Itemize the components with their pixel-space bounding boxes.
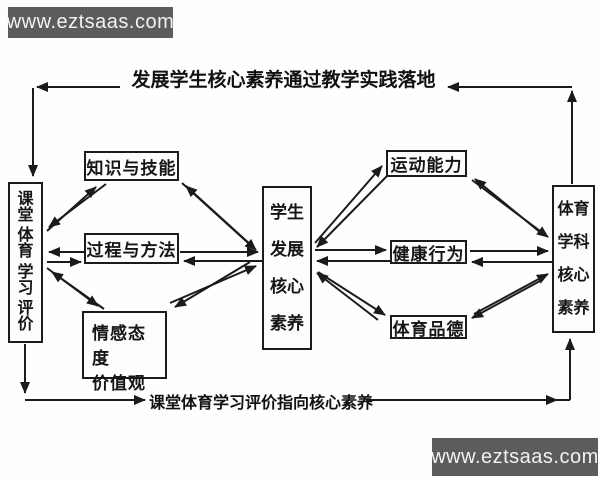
node-sport-ability: 运动能力 (386, 150, 467, 177)
node-pe-subject-core-literacy: 体育 学科 核心 素养 (552, 185, 595, 333)
node-knowledge-skills: 知识与技能 (84, 151, 179, 181)
evaluation-process-arrows (47, 247, 84, 267)
node-line: 价值观 (92, 374, 146, 393)
node-line: 课堂 (17, 191, 34, 225)
bottom-flow-label: 课堂体育学习评价指向核心素养 (149, 395, 374, 412)
health-right-arrows (470, 246, 552, 267)
process-center-arrows (180, 247, 262, 266)
node-health-behavior: 健康行为 (390, 240, 467, 264)
node-classroom-pe-evaluation: 课堂 体育 学习 评价 (8, 182, 43, 343)
node-line: 素养 (270, 314, 304, 333)
node-line: 学生 (270, 203, 304, 222)
node-line: 评价 (17, 299, 34, 333)
center-health-arrows (315, 245, 390, 266)
node-student-core-literacy: 学生 发展 核心 素养 (262, 186, 312, 350)
node-line: 学科 (557, 233, 590, 251)
top-flow-label: 发展学生核心素养通过教学实践落地 (131, 70, 436, 91)
watermark-bottom-right: www.eztsaas.com (431, 438, 598, 476)
node-line: 体育 (17, 227, 34, 261)
node-process-methods: 过程与方法 (84, 233, 179, 264)
node-emotion-attitude-values: 情感态度 价值观 (82, 311, 167, 393)
bottom-flow-arrow (20, 338, 575, 405)
emotion-center-arrows (169, 261, 257, 308)
node-line: 素养 (557, 299, 590, 317)
center-morality-arrows (316, 271, 386, 321)
node-line: 核心 (557, 266, 590, 284)
evaluation-emotion-arrows (46, 267, 105, 310)
top-flow-arrow (28, 82, 577, 184)
knowledge-center-arrows (181, 182, 257, 251)
watermark-top-left: www.eztsaas.com (7, 7, 174, 38)
node-line: 学习 (17, 263, 34, 297)
node-line: 体育 (557, 200, 590, 218)
ability-right-arrows (471, 178, 549, 238)
evaluation-knowledge-arrows (46, 183, 107, 232)
node-line: 发展 (270, 240, 304, 259)
node-line: 情感态度 (92, 324, 146, 368)
morality-right-arrows (471, 273, 549, 319)
node-sport-morality: 体育品德 (390, 315, 467, 339)
center-ability-arrows (314, 165, 390, 248)
node-line: 核心 (270, 277, 304, 296)
